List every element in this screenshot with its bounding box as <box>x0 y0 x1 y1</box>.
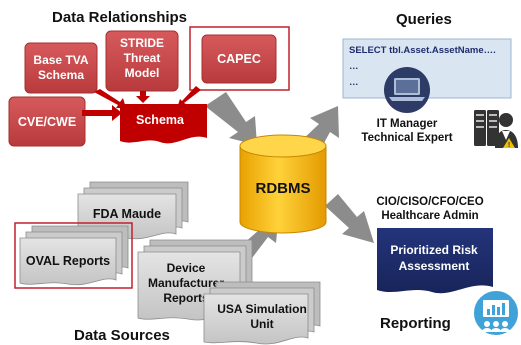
box-cve-cwe: CVE/CWE <box>8 96 86 147</box>
risk-assessment-document: Prioritized Risk Assessment <box>377 228 493 294</box>
heading-reporting: Reporting <box>380 315 451 332</box>
report-title-line1: Prioritized Risk <box>390 243 478 257</box>
laptop-icon <box>384 67 430 113</box>
schema-document: Schema <box>120 104 207 144</box>
box-capec: CAPEC <box>189 26 290 91</box>
usa-line1: USA Simulation <box>217 302 307 316</box>
server-icon <box>474 110 499 146</box>
heading-queries: Queries <box>396 11 452 28</box>
oval-highlight-frame <box>14 222 133 289</box>
technician-person-icon: ! <box>495 113 518 149</box>
stride-line1: STRIDE <box>120 36 164 50</box>
database-icon <box>239 134 327 234</box>
device-line3: Reports <box>163 291 209 305</box>
query-line-1: SELECT tbl.Asset.AssetName…. <box>349 45 496 56</box>
query-line-3: … <box>349 77 359 88</box>
report-dashboard-icon <box>472 289 520 337</box>
oval-reports-label: OVAL Reports <box>26 254 110 268</box>
role-technical-expert: Technical Expert <box>361 132 452 144</box>
report-title-line2: Assessment <box>399 259 470 273</box>
role-it-manager: IT Manager <box>377 118 438 130</box>
box-stride-threat-model: STRIDE Threat Model <box>105 30 179 92</box>
relationship-connectors <box>82 86 201 121</box>
arrow-rdbms-to-reporting <box>325 194 374 243</box>
stride-line2: Threat <box>124 51 161 65</box>
stride-line3: Model <box>125 66 160 80</box>
box-base-tva-schema: Base TVA Schema <box>24 42 98 94</box>
capec-label: CAPEC <box>217 52 261 66</box>
device-line2: Manufacturer <box>148 276 224 290</box>
schema-label: Schema <box>136 113 185 127</box>
arrow-tva-to-schema <box>94 89 126 108</box>
cve-cwe-label: CVE/CWE <box>18 115 76 129</box>
rdbms-label: RDBMS <box>256 180 311 197</box>
query-line-2: … <box>349 61 359 72</box>
device-line1: Device <box>167 261 206 275</box>
role-executives: CIO/CISO/CFO/CEO <box>376 196 483 208</box>
svg-text:!: ! <box>508 142 510 149</box>
fda-maude-label: FDA Maude <box>93 207 161 221</box>
doc-stack-usa-simulation: USA Simulation Unit <box>203 281 321 345</box>
role-healthcare-admin: Healthcare Admin <box>381 210 478 222</box>
heading-data-relationships: Data Relationships <box>52 9 187 26</box>
capec-highlight-frame <box>189 26 290 91</box>
doc-stack-oval-reports: OVAL Reports <box>14 222 133 289</box>
arrow-cve-to-schema <box>82 105 122 121</box>
usa-line2: Unit <box>250 317 273 331</box>
arrow-stride-to-schema <box>136 91 150 103</box>
base-tva-line1: Base TVA <box>33 53 88 67</box>
rdbms-database: RDBMS <box>239 134 327 234</box>
base-tva-line2: Schema <box>38 68 84 82</box>
arrow-schema-to-rdbms <box>205 92 257 145</box>
heading-data-sources: Data Sources <box>74 327 170 344</box>
arrow-capec-to-schema <box>177 86 201 108</box>
